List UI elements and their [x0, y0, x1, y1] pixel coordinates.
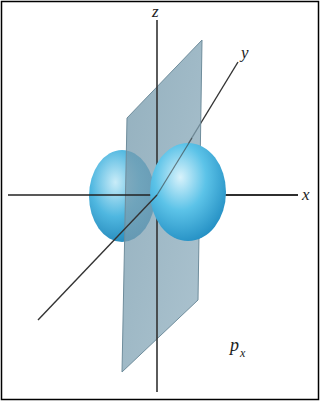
y-axis-through [157, 138, 192, 195]
axis-label: y [241, 44, 249, 61]
x-axis-front [226, 194, 298, 196]
right-lobe [150, 143, 226, 241]
axis-label: x [302, 186, 310, 203]
orbital-subscript: x [240, 347, 245, 359]
orbital-label: p [230, 336, 239, 354]
axis-label: z [152, 3, 159, 20]
y-axis-front [38, 195, 157, 320]
